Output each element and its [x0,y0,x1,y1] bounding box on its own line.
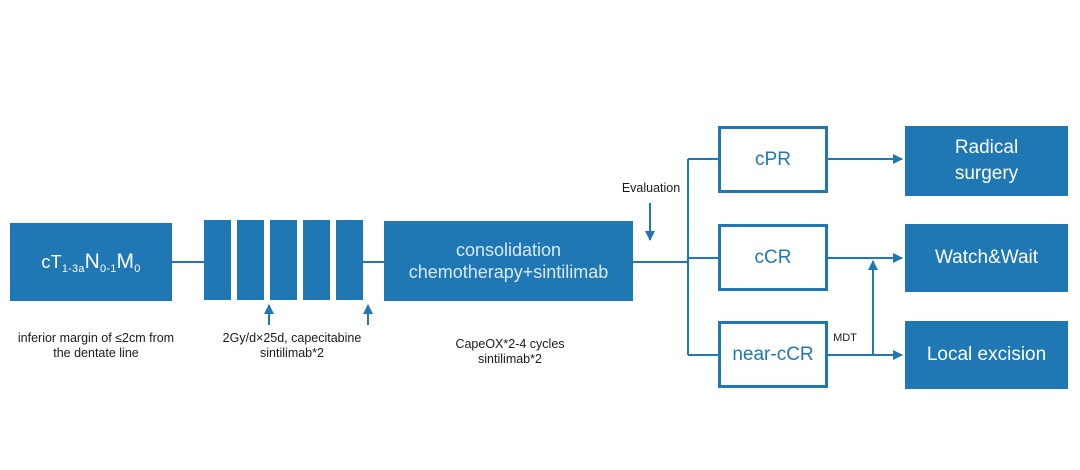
radiotherapy-note-line-2: sintilimab*2 [260,346,324,360]
outcome-local-excision-box: Local excision [905,321,1068,389]
outcome-radical-surgery-line-2: surgery [954,163,1019,184]
consolidation-label-line-1: consolidation [455,240,562,260]
radiotherapy-block-3 [270,220,297,300]
outcome-watch-wait-label: Watch&Wait [934,247,1039,268]
evaluation-label: Evaluation [621,181,681,195]
response-near-ccr-box: near-cCR [718,321,828,388]
radiotherapy-block-4 [303,220,330,300]
inclusion-criteria-note: inferior margin of ≤2cm from the dentate… [0,331,192,361]
inclusion-note-line-2: the dentate line [53,346,139,360]
radiotherapy-note-line-1: 2Gy/d×25d, capecitabine [222,331,362,345]
radiotherapy-note: 2Gy/d×25d, capecitabine sintilimab*2 [204,331,380,361]
outcome-radical-surgery-box: Radical surgery [905,126,1068,196]
inclusion-note-line-1: inferior margin of ≤2cm from [17,331,175,345]
radiotherapy-block-1 [204,220,231,300]
outcome-local-excision-label: Local excision [926,344,1047,365]
radiotherapy-block-5 [336,220,363,300]
consolidation-note: CapeOX*2-4 cycles sintilimab*2 [430,337,590,367]
response-ccr-label: cCR [754,247,792,268]
response-cpr-label: cPR [755,149,791,170]
consolidation-label-line-2: chemotherapy+sintilimab [408,262,609,282]
outcome-watch-wait-box: Watch&Wait [905,224,1068,292]
response-near-ccr-label: near-cCR [732,344,814,365]
response-ccr-box: cCR [718,224,828,291]
outcome-radical-surgery-line-1: Radical [954,137,1019,158]
consolidation-note-line-2: sintilimab*2 [478,352,542,366]
consolidation-box: consolidation chemotherapy+sintilimab [384,221,633,301]
mdt-label: MDT [833,332,857,344]
response-cpr-box: cPR [718,126,828,193]
consolidation-note-line-1: CapeOX*2-4 cycles [455,337,565,351]
radiotherapy-block-2 [237,220,264,300]
staging-box: cT1-3aN0-1M0 [10,223,172,301]
staging-label: cT1-3aN0-1M0 [41,249,141,275]
